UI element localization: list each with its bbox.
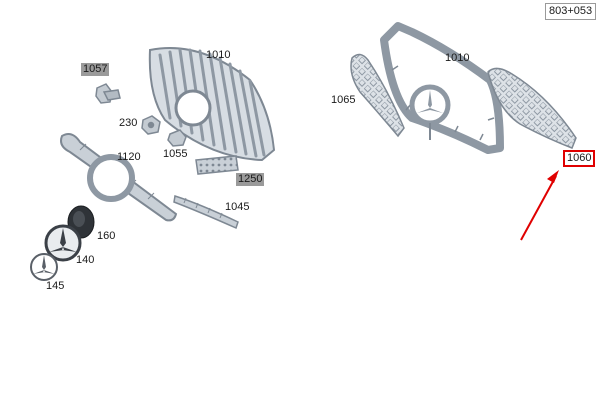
part-label-160: 160 (97, 230, 116, 242)
grille-1010-left (148, 47, 276, 162)
mesh-1065 (350, 53, 405, 138)
pointer-arrow (520, 170, 559, 241)
part-label-1055: 1055 (163, 148, 188, 160)
part-label-145: 145 (46, 280, 65, 292)
emblem-145 (30, 253, 58, 281)
clip-1055 (167, 129, 187, 147)
part-label-1065: 1065 (331, 94, 356, 106)
trim-1045 (173, 195, 239, 230)
part-label-1010-left: 1010 (206, 49, 231, 61)
frame-1120 (60, 133, 178, 222)
part-label-230: 230 (119, 117, 138, 129)
part-label-1057: 1057 (81, 63, 110, 76)
reference-label: 803+053 (545, 3, 597, 20)
part-label-140: 140 (76, 254, 95, 266)
frame-1010-right (380, 22, 504, 154)
part-label-1010-right: 1010 (445, 52, 470, 64)
clip-1057 (95, 83, 121, 104)
part-label-1045: 1045 (225, 201, 250, 213)
bracket-230 (141, 115, 161, 135)
part-label-1250: 1250 (236, 173, 265, 186)
part-label-1120: 1120 (117, 151, 141, 163)
part-label-1060: 1060 (563, 150, 596, 167)
sensor-1250 (195, 155, 239, 175)
mesh-1060 (487, 67, 577, 149)
emblem-140 (44, 224, 82, 262)
